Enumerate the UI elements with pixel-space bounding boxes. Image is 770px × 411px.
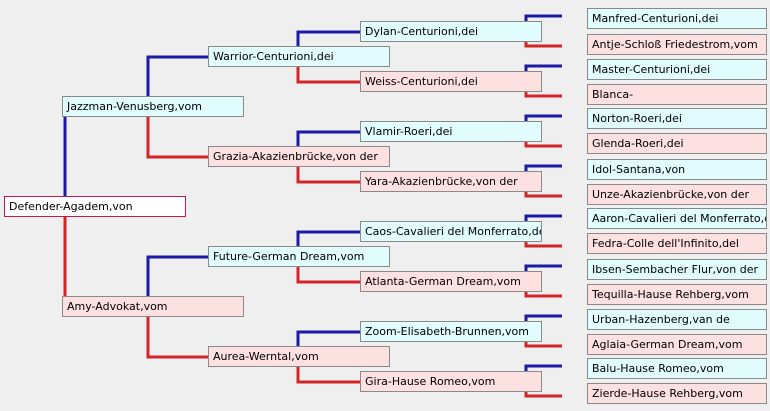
sire-connector-1 <box>146 55 208 107</box>
gg-grandparent-5[interactable]: Norton-Roeri,dei <box>587 108 767 129</box>
great-grandparent-1[interactable]: Dylan-Centurioni,dei <box>360 21 542 42</box>
gg-grandparent-9[interactable]: Aaron-Cavalieri del Monferrato,de <box>587 208 767 229</box>
gg-grandparent-14[interactable]: Aglaia-German Dream,vom <box>587 334 767 355</box>
dam[interactable]: Amy-Advokat,vom <box>62 296 244 317</box>
great-grandparent-4[interactable]: Yara-Akazienbrücke,von der <box>360 171 542 192</box>
great-grandparent-6[interactable]: Atlanta-German Dream,vom <box>360 271 542 292</box>
gg-grandparent-15[interactable]: Balu-Hause Romeo,vom <box>587 358 767 379</box>
gg-grandparent-6[interactable]: Glenda-Roeri,dei <box>587 133 767 154</box>
gg-grandparent-1[interactable]: Manfred-Centurioni,dei <box>587 8 767 29</box>
gg-grandparent-11[interactable]: Ibsen-Sembacher Flur,von der <box>587 259 767 280</box>
gg-grandparent-7[interactable]: Idol-Santana,von <box>587 159 767 180</box>
gg-grandparent-16[interactable]: Zierde-Hause Rehberg,vom <box>587 383 767 404</box>
great-grandparent-3[interactable]: Vlamir-Roeri,dei <box>360 121 542 142</box>
sire-connector-2 <box>146 255 208 307</box>
pedigree-root-dog[interactable]: Defender-Agadem,von <box>4 196 186 217</box>
gg-grandparent-2[interactable]: Antje-Schloß Friedestrom,vom <box>587 34 767 55</box>
sire[interactable]: Jazzman-Venusberg,vom <box>62 96 244 117</box>
gg-grandparent-3[interactable]: Master-Centurioni,dei <box>587 59 767 80</box>
maternal-grandsire[interactable]: Future-German Dream,vom <box>208 246 390 267</box>
great-grandparent-5[interactable]: Caos-Cavalieri del Monferrato,dei <box>360 221 542 242</box>
gg-grandparent-8[interactable]: Unze-Akazienbrücke,von der <box>587 184 767 205</box>
paternal-granddam[interactable]: Grazia-Akazienbrücke,von der <box>208 146 390 167</box>
dam-connector-1 <box>146 107 208 159</box>
maternal-granddam[interactable]: Aurea-Werntal,vom <box>208 346 390 367</box>
gg-grandparent-10[interactable]: Fedra-Colle dell'Infinito,del <box>587 233 767 254</box>
dam-connector-2 <box>146 307 208 359</box>
gg-grandparent-13[interactable]: Urban-Hazenberg,van de <box>587 309 767 330</box>
great-grandparent-8[interactable]: Gira-Hause Romeo,vom <box>360 371 542 392</box>
gg-grandparent-12[interactable]: Tequilla-Hause Rehberg,vom <box>587 284 767 305</box>
great-grandparent-2[interactable]: Weiss-Centurioni,dei <box>360 71 542 92</box>
gg-grandparent-4[interactable]: Blanca- <box>587 84 767 105</box>
great-grandparent-7[interactable]: Zoom-Elisabeth-Brunnen,vom <box>360 321 542 342</box>
paternal-grandsire[interactable]: Warrior-Centurioni,dei <box>208 46 390 67</box>
